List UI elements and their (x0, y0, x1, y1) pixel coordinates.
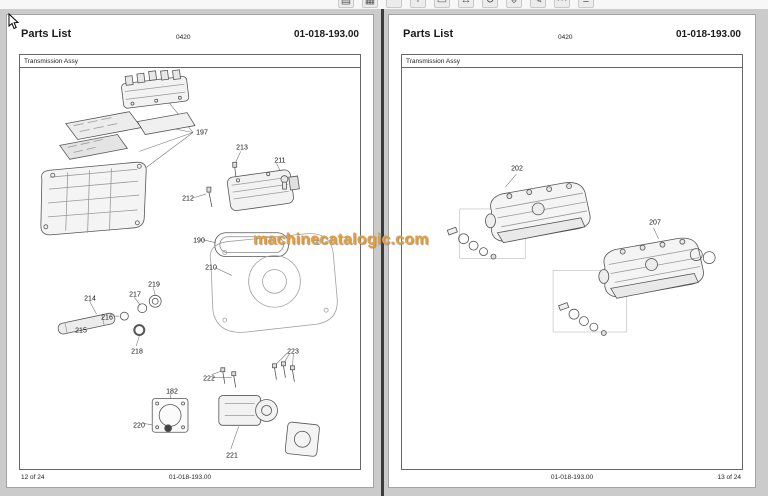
part-callout: 211 (274, 157, 286, 165)
part-callout: 216 (101, 314, 113, 322)
viewer-toolbar: ▤ ▦ − + ▭ ↔ ↻ ⇩ ✎ ⋯ ≡ (0, 0, 768, 9)
part-callout: 210 (205, 264, 217, 272)
page-count: 13 of 24 (717, 474, 742, 481)
parts-frame: Transmission Assy (19, 54, 361, 470)
part-callout: 220 (133, 422, 145, 430)
footer-doc-number: 01-018-193.00 (550, 474, 594, 481)
part-callout: 223 (287, 348, 299, 356)
part-callout: 197 (196, 129, 208, 137)
more-options-icon[interactable]: ⋯ (554, 0, 570, 8)
transmission-assembly-drawing (446, 174, 716, 336)
page-footer: 01-018-193.00 13 of 24 (403, 474, 741, 483)
transmission-exploded-drawing (40, 69, 338, 457)
part-callout: 213 (236, 144, 248, 152)
exploded-diagram-left: 197 213 211 212 190 210 214 217 219 215 … (20, 68, 360, 469)
part-callout: 221 (226, 452, 238, 460)
page-title: Parts List (403, 28, 454, 40)
section-label: Transmission Assy (20, 55, 360, 68)
part-callout: 219 (148, 281, 160, 289)
doc-number: 01-018-193.00 (675, 29, 741, 40)
document-page-right: Parts List 0420 01-018-193.00 Transmissi… (388, 14, 756, 488)
parts-frame: Transmission Assy (401, 54, 743, 470)
part-callout: 218 (131, 348, 143, 356)
part-callout: 214 (84, 295, 96, 303)
page-footer: 12 of 24 01-018-193.00 (21, 474, 359, 483)
toolbar-icon-row: ▤ ▦ − + ▭ ↔ ↻ ⇩ ✎ ⋯ ≡ (338, 0, 594, 8)
menu-icon[interactable]: ≡ (578, 0, 594, 8)
exploded-diagram-right: 202 207 (402, 68, 742, 469)
page-header: Parts List 0420 01-018-193.00 (21, 23, 359, 47)
fit-width-icon[interactable]: ↔ (458, 0, 474, 8)
zoom-in-icon[interactable]: + (410, 0, 426, 8)
page-header: Parts List 0420 01-018-193.00 (403, 23, 741, 47)
annotate-icon[interactable]: ✎ (530, 0, 546, 8)
page-title: Parts List (21, 28, 72, 40)
page-count: 12 of 24 (21, 474, 45, 481)
part-callout: 207 (649, 219, 661, 227)
section-code: 0420 (558, 34, 573, 41)
part-callout: 215 (75, 327, 87, 335)
watermark-text: machinecatalogic.com (253, 231, 429, 248)
download-icon[interactable]: ⇩ (506, 0, 522, 8)
fit-page-icon[interactable]: ▭ (434, 0, 450, 8)
zoom-out-icon[interactable]: − (386, 0, 402, 8)
doc-number: 01-018-193.00 (293, 29, 359, 40)
page-spread-separator (381, 9, 384, 496)
part-callout: 217 (129, 291, 141, 299)
part-callout: 222 (203, 375, 215, 383)
thumbnail-panel-icon[interactable]: ▤ (338, 0, 354, 8)
part-callout: 190 (193, 237, 205, 245)
mouse-cursor-icon (8, 12, 20, 36)
footer-doc-number: 01-018-193.00 (168, 474, 212, 481)
part-callout: 212 (182, 195, 194, 203)
section-label: Transmission Assy (402, 55, 742, 68)
section-code: 0420 (176, 34, 191, 41)
page-layout-icon[interactable]: ▦ (362, 0, 378, 8)
document-page-left: Parts List 0420 01-018-193.00 Transmissi… (6, 14, 374, 488)
rotate-icon[interactable]: ↻ (482, 0, 498, 8)
part-callout: 202 (511, 165, 523, 173)
part-callout: 182 (166, 388, 178, 396)
